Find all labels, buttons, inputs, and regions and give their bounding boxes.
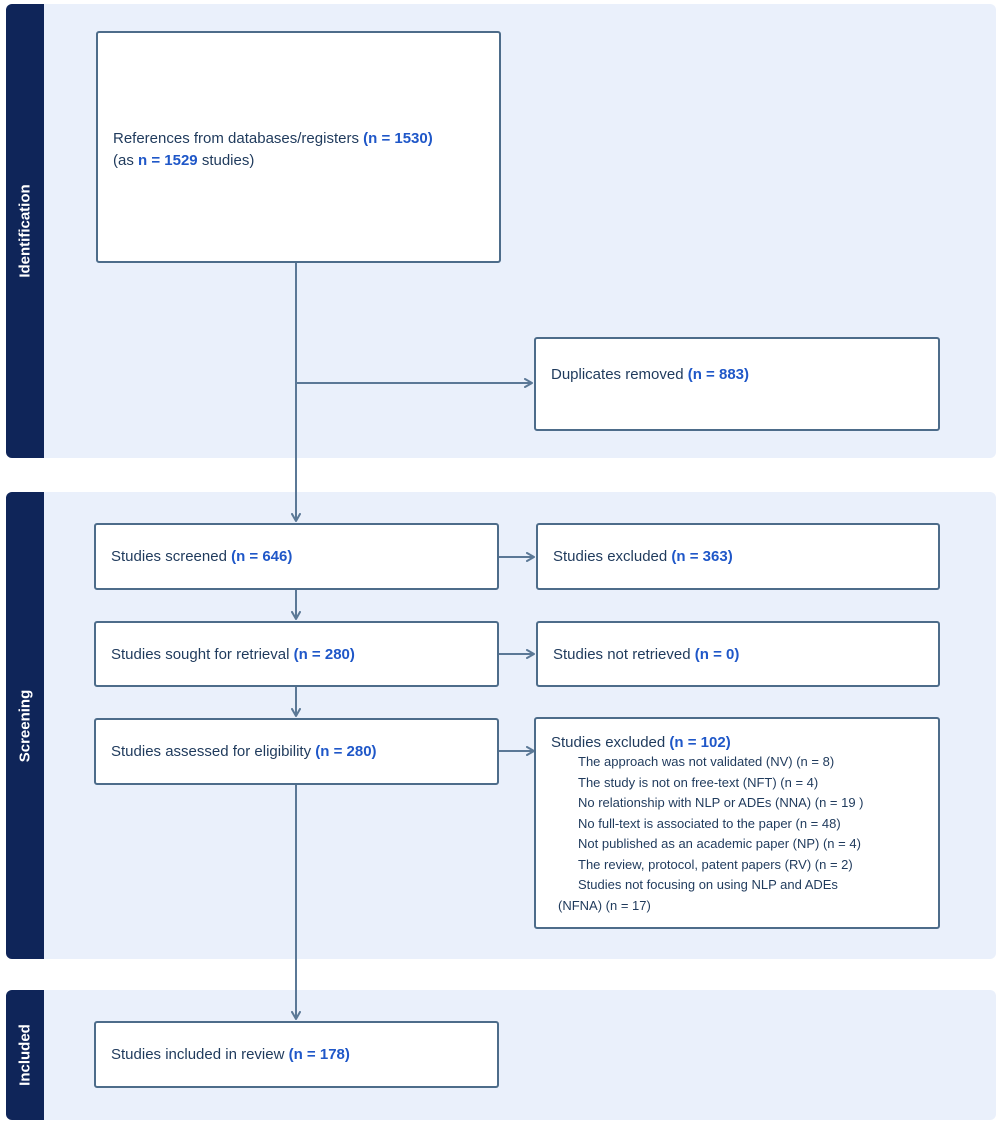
references-count: (n = 1530) [363,130,433,147]
screened-label: Studies screened [111,548,227,565]
excluded-screening-count: (n = 363) [671,548,733,565]
references-studies-prefix: (as [113,152,134,169]
exclusion-reasons-list: The approach was not validated (NV) (n =… [551,752,938,916]
exclusion-reason: No full-text is associated to the paper … [578,815,841,831]
duplicates-box: Duplicates removed (n = 883) [534,337,940,431]
included-sidebar: Included [6,990,44,1120]
references-box: References from databases/registers (n =… [96,31,501,263]
included-label-text: Studies included in review [111,1046,285,1063]
sought-label: Studies sought for retrieval [111,645,290,663]
excluded-eligibility-count: (n = 102) [669,734,731,751]
excluded-eligibility-box: Studies excluded (n = 102) The approach … [534,717,940,929]
exclusion-reason: The study is not on free-text (NFT) (n =… [578,774,819,790]
assessed-count: (n = 280) [315,743,377,760]
assessed-label: Studies assessed for eligibility [111,743,312,760]
excluded-eligibility-label: Studies excluded [551,734,666,751]
exclusion-reason: The approach was not validated (NV) (n =… [578,754,835,769]
screened-box: Studies screened (n = 646) [94,523,499,590]
identification-sidebar: Identification [6,4,44,458]
included-count: (n = 178) [288,1046,350,1063]
exclusion-reason: The review, protocol, patent papers (RV)… [578,856,853,872]
references-studies-count: n = 1529 [138,152,198,169]
exclusion-reason: No relationship with NLP or ADEs (NNA) (… [578,795,864,810]
references-label: References from databases/registers [113,130,359,147]
not-retrieved-box: Studies not retrieved (n = 0) [536,621,940,687]
duplicates-label: Duplicates removed [551,366,684,383]
duplicates-count: (n = 883) [687,366,750,383]
assessed-box: Studies assessed for eligibility (n = 28… [94,718,499,785]
not-retrieved-count: (n = 0) [694,645,740,663]
excluded-screening-box: Studies excluded (n = 363) [536,523,940,590]
sought-count: (n = 280) [293,645,355,663]
included-box: Studies included in review (n = 178) [94,1021,499,1088]
exclusion-reason: Studies not focusing on using NLP and AD… [578,877,838,892]
exclusion-reason-continuation: (NFNA) (n = 17) [558,897,651,913]
exclusion-reason: Not published as an academic paper (NP) … [578,836,861,851]
not-retrieved-label: Studies not retrieved [553,645,691,663]
screened-count: (n = 646) [231,548,293,565]
references-studies-suffix: studies) [201,152,255,169]
excluded-screening-label: Studies excluded [553,548,668,565]
sought-box: Studies sought for retrieval (n = 280) [94,621,499,687]
screening-sidebar: Screening [6,492,44,959]
